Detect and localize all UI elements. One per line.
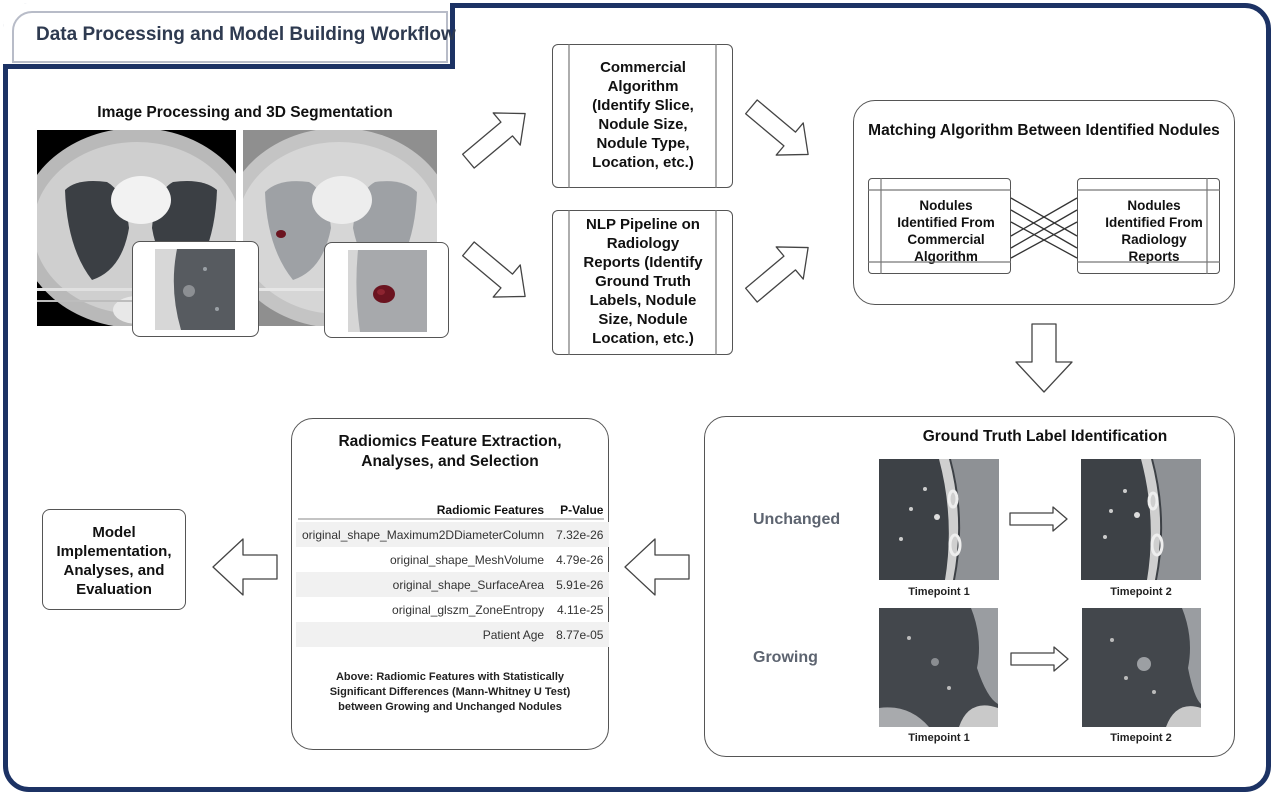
text-line: Commercial xyxy=(600,59,686,76)
text-line: Reports (Identify xyxy=(583,254,703,271)
arrow-to-commercial xyxy=(461,112,526,169)
arrow-ground-truth-to-radiomics xyxy=(624,538,690,596)
text-line: Radiology xyxy=(606,235,680,252)
text-line: Labels, Nodule xyxy=(589,292,697,309)
text-line: Nodule Size, xyxy=(598,116,688,133)
text-line: Size, Nodule xyxy=(598,311,688,328)
arrow-to-nlp xyxy=(461,241,526,298)
text-line: Reports xyxy=(1128,249,1180,264)
text-line: Commercial xyxy=(907,232,985,247)
unchanged-timepoint1-scan xyxy=(879,459,999,580)
feature-cell: original_shape_SurfaceArea xyxy=(296,572,551,597)
table-header-row: Radiomic Features P-Value xyxy=(296,497,609,522)
unchanged-timepoint1-label: Timepoint 1 xyxy=(908,586,970,598)
image-processing-heading: Image Processing and 3D Segmentation xyxy=(97,104,393,121)
table-row: Patient Age 8.77e-05 xyxy=(296,622,610,647)
text-line: Nodules xyxy=(919,198,973,213)
table-row: original_shape_SurfaceArea 5.91e-26 xyxy=(296,572,610,597)
table-row: original_shape_MeshVolume 4.79e-26 xyxy=(296,547,609,572)
nodules-commercial-label: Nodules Identified From Commercial Algor… xyxy=(884,197,1008,265)
growing-timepoint2-label: Timepoint 2 xyxy=(1110,732,1172,744)
nodules-radiology-label: Nodules Identified From Radiology Report… xyxy=(1092,197,1216,265)
nodules-radiology-box xyxy=(1077,178,1220,274)
ground-truth-heading: Ground Truth Label Identification xyxy=(922,428,1168,445)
table-row: original_shape_Maximum2DDiameterColumn 7… xyxy=(296,522,610,547)
feature-cell: original_shape_MeshVolume xyxy=(390,552,545,567)
p-value-cell: 4.79e-26 xyxy=(556,552,604,567)
radiomics-heading: Radiomics Feature Extraction, Analyses, … xyxy=(291,432,609,472)
p-value-cell: 8.77e-05 xyxy=(550,622,610,647)
nlp-pipeline-label: NLP Pipeline on Radiology Reports (Ident… xyxy=(568,215,718,348)
nlp-pipeline-box xyxy=(552,210,733,355)
text-line: Significant Differences (Mann-Whitney U … xyxy=(329,686,571,698)
nodules-commercial-box xyxy=(868,178,1011,274)
growing-timepoint1-scan xyxy=(879,608,998,727)
feature-cell: original_shape_Maximum2DDiameterColumn xyxy=(296,522,551,547)
zoom-inset-original-image xyxy=(155,249,235,330)
text-line: Nodule Type, xyxy=(596,135,690,152)
text-line: Location, etc.) xyxy=(592,330,694,347)
p-value-cell: 4.11e-25 xyxy=(557,602,604,617)
p-value-cell: 7.32e-26 xyxy=(550,522,610,547)
outer-frame xyxy=(3,3,1271,792)
radiomics-caption: Above: Radiomic Features with Statistica… xyxy=(300,670,600,715)
zoom-inset-segmented-image xyxy=(348,250,427,332)
text-line: Location, etc.) xyxy=(592,154,694,171)
unchanged-label: Unchanged xyxy=(753,511,841,528)
text-line: (Identify Slice, xyxy=(592,97,694,114)
text-line: Ground Truth xyxy=(595,273,691,290)
column-header: Radiomic Features xyxy=(436,502,545,517)
text-line: Algorithm xyxy=(914,249,978,264)
arrow-commercial-to-matching xyxy=(744,99,809,156)
arrow-nlp-to-matching xyxy=(744,246,809,303)
text-line: Radiomics Feature Extraction, xyxy=(338,433,562,450)
text-line: Model xyxy=(92,524,136,541)
matching-cross-lines xyxy=(1010,197,1078,259)
page-title: Data Processing and Model Building Workf… xyxy=(36,24,456,45)
column-header: P-Value xyxy=(560,502,604,517)
text-line: Identified From xyxy=(1105,215,1203,230)
p-value-cell: 5.91e-26 xyxy=(550,572,610,597)
text-line: Implementation, xyxy=(56,543,172,560)
unchanged-timepoint2-label: Timepoint 2 xyxy=(1110,586,1172,598)
table-row: original_glszm_ZoneEntropy 4.11e-25 xyxy=(296,597,609,622)
arrow-matching-to-ground-truth xyxy=(1015,323,1073,393)
text-line: Analyses, and Selection xyxy=(361,453,539,470)
feature-cell: Patient Age xyxy=(296,622,551,647)
feature-cell: original_glszm_ZoneEntropy xyxy=(392,602,545,617)
text-line: Analyses, and xyxy=(63,562,165,579)
unchanged-timepoint2-scan xyxy=(1081,459,1201,580)
radiomic-features-table: Radiomic Features P-Value original_shape… xyxy=(296,497,610,647)
title-inner-border xyxy=(12,11,448,63)
text-line: between Growing and Unchanged Nodules xyxy=(338,701,562,713)
commercial-algorithm-box xyxy=(552,44,733,188)
text-line: Above: Radiomic Features with Statistica… xyxy=(335,671,564,683)
text-line: Radiology xyxy=(1121,232,1187,247)
model-box xyxy=(42,509,186,610)
title-tab xyxy=(3,3,455,69)
arrow-unchanged-timepoints xyxy=(1009,506,1068,532)
arrow-growing-timepoints xyxy=(1010,646,1069,672)
growing-timepoint2-scan xyxy=(1082,608,1201,727)
text-line: Identified From xyxy=(897,215,995,230)
growing-timepoint1-label: Timepoint 1 xyxy=(908,732,970,744)
growing-label: Growing xyxy=(753,649,818,666)
text-line: NLP Pipeline on xyxy=(586,216,700,233)
text-line: Evaluation xyxy=(76,581,152,598)
text-line: Algorithm xyxy=(607,78,679,95)
matching-heading: Matching Algorithm Between Identified No… xyxy=(868,122,1220,139)
arrow-radiomics-to-model xyxy=(212,538,278,596)
model-label: Model Implementation, Analyses, and Eval… xyxy=(42,523,186,599)
text-line: Nodules xyxy=(1127,198,1181,213)
commercial-algorithm-label: Commercial Algorithm (Identify Slice, No… xyxy=(568,58,718,172)
